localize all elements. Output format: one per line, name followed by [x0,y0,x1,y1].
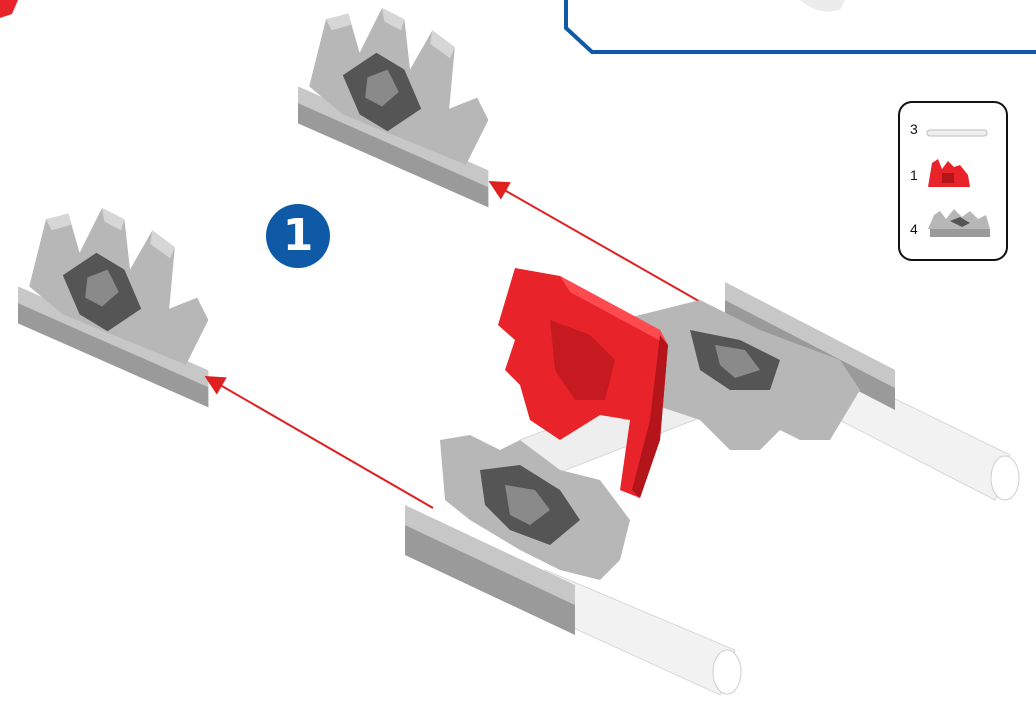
arrow-to-left-piece [208,378,433,508]
part-quantity: 3 [910,121,918,137]
parts-list-item: 4 [900,207,1006,247]
gray-piece-top [298,8,488,207]
callout-box-border [566,0,1036,52]
assembled-model [405,268,1019,695]
white-rod-icon [926,125,990,143]
part-quantity: 1 [910,167,918,183]
parts-list-item: 3 [900,117,1006,157]
gray-connector-icon [926,207,992,246]
callout-rod-tip [800,0,845,12]
parts-list-item: 1 [900,155,1006,195]
red-connector-icon [926,155,972,194]
gray-piece-left [18,208,208,407]
part-quantity: 4 [910,221,918,237]
red-piece-fragment [0,0,18,18]
parts-list-box: 3 1 4 [898,101,1008,261]
step-number-badge: 1 [266,204,330,268]
